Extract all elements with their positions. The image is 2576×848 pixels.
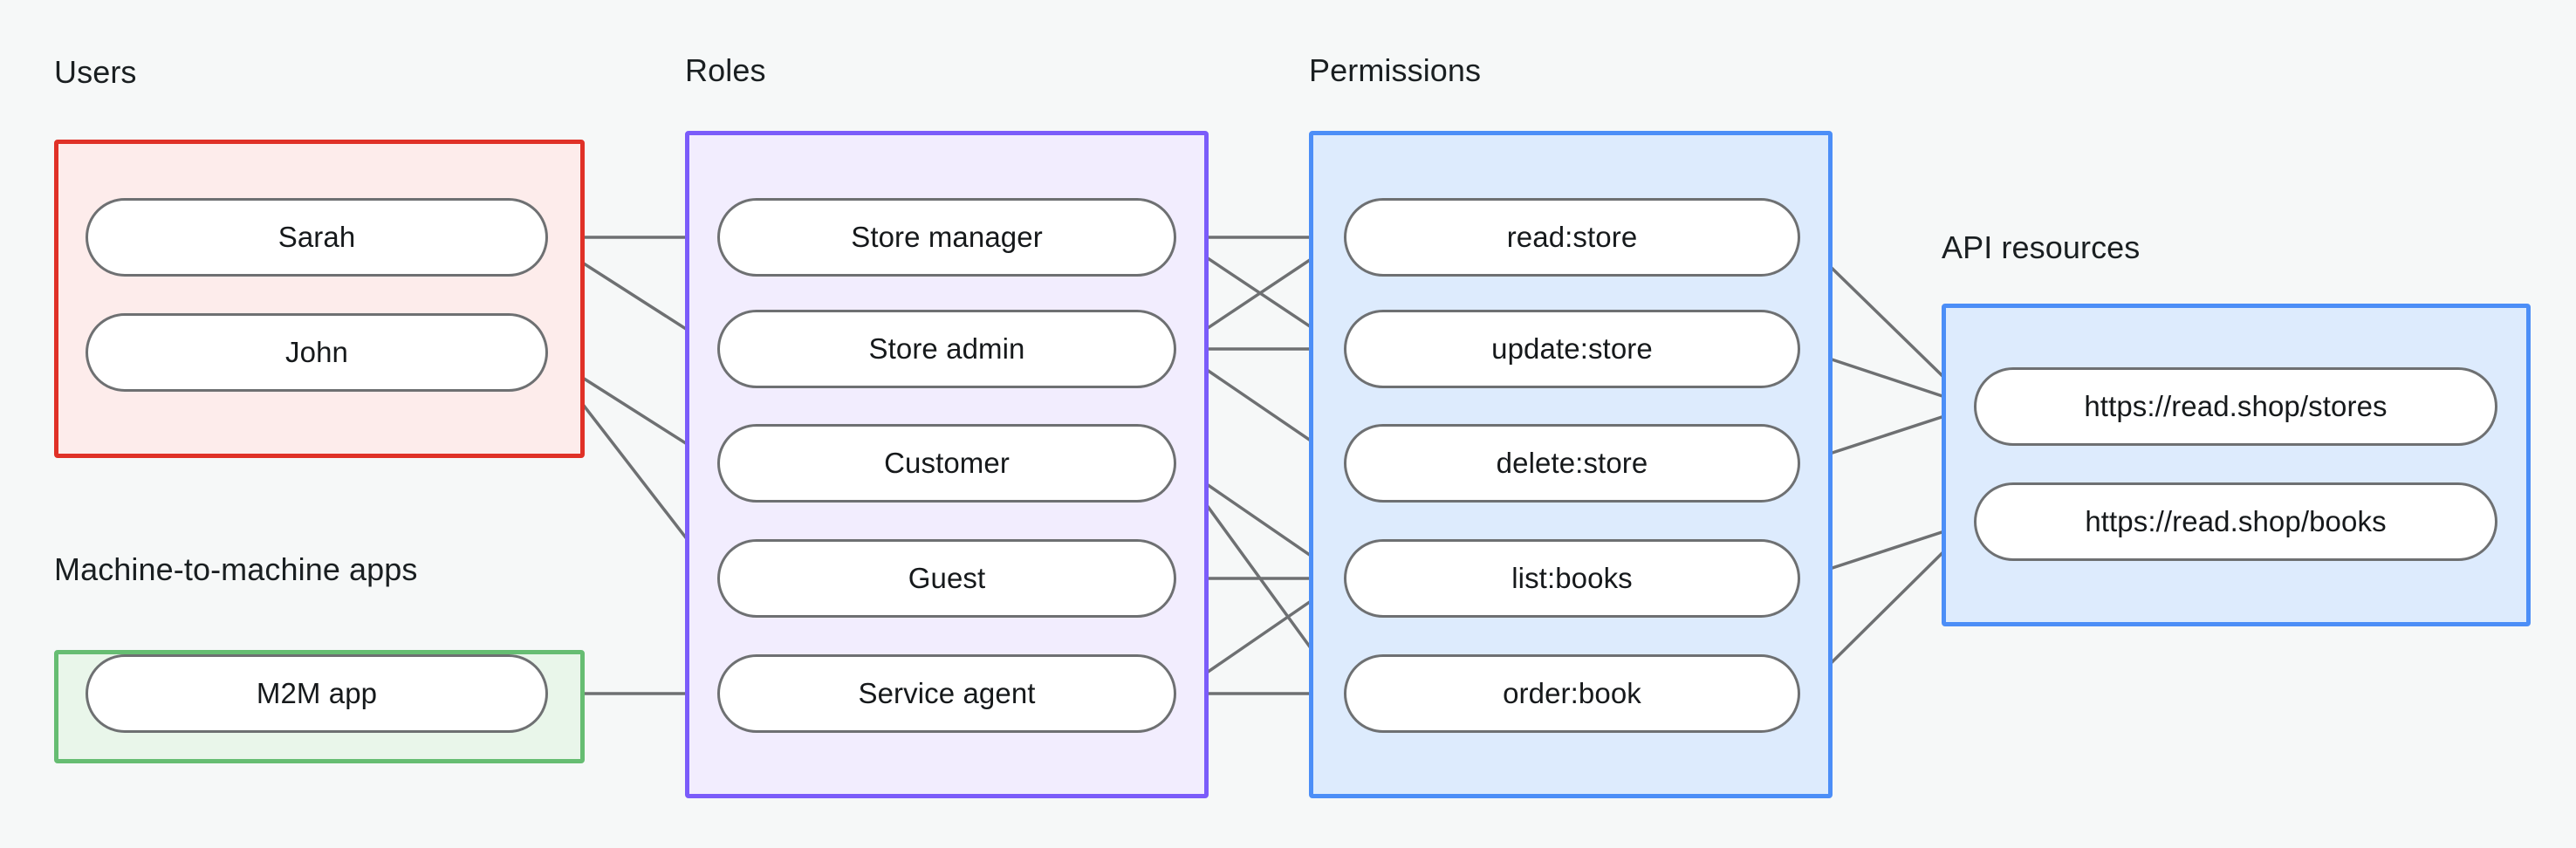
group-label-users: Users [54, 54, 137, 90]
node-read-store[interactable]: read:store [1344, 198, 1800, 277]
group-label-api-resources: API resources [1942, 229, 2141, 265]
node-guest[interactable]: Guest [717, 539, 1176, 618]
node-update-store[interactable]: update:store [1344, 310, 1800, 388]
node-store-manager[interactable]: Store manager [717, 198, 1176, 277]
node-service-agent[interactable]: Service agent [717, 654, 1176, 733]
node-list-books[interactable]: list:books [1344, 539, 1800, 618]
group-label-permissions: Permissions [1309, 52, 1482, 88]
node-sarah[interactable]: Sarah [86, 198, 548, 277]
node-stores-url[interactable]: https://read.shop/stores [1974, 367, 2497, 446]
node-delete-store[interactable]: delete:store [1344, 424, 1800, 503]
group-label-m2m: Machine-to-machine apps [54, 551, 418, 587]
group-box-users [54, 140, 585, 458]
node-m2m-app[interactable]: M2M app [86, 654, 548, 733]
node-books-url[interactable]: https://read.shop/books [1974, 482, 2497, 561]
node-order-book[interactable]: order:book [1344, 654, 1800, 733]
node-john[interactable]: John [86, 313, 548, 392]
node-store-admin[interactable]: Store admin [717, 310, 1176, 388]
group-box-api-resources [1942, 304, 2531, 626]
node-customer[interactable]: Customer [717, 424, 1176, 503]
group-label-roles: Roles [685, 52, 766, 88]
